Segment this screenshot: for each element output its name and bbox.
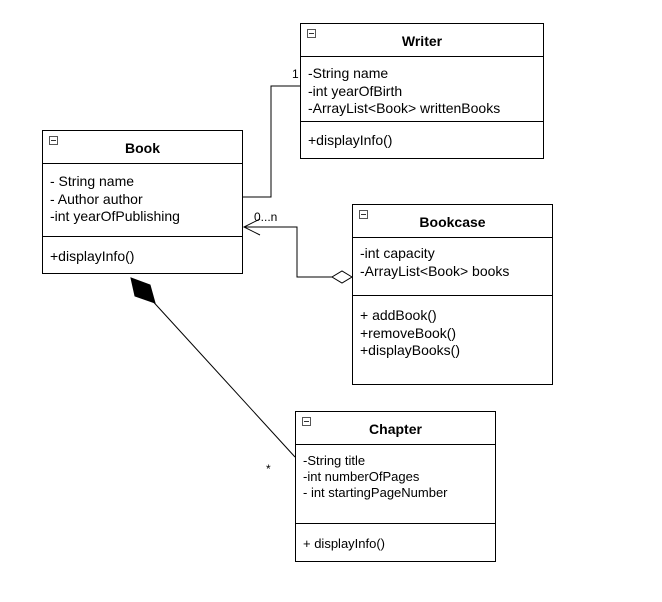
- attribute: -String title: [303, 453, 366, 468]
- aggregation-diamond: [331, 270, 353, 284]
- class-header: Chapter: [296, 412, 495, 445]
- method: + displayInfo(): [303, 536, 386, 551]
- book-chapter-composition[interactable]: [147, 295, 296, 458]
- multiplicity-bookcase-book: 0...n: [254, 210, 278, 224]
- class-header: Book: [43, 131, 242, 164]
- class-writer[interactable]: Writer -String name -int yearOfBirth -Ar…: [300, 23, 544, 159]
- class-name: Writer: [401, 33, 443, 49]
- book-writer-association[interactable]: [242, 85, 300, 198]
- class-name: Book: [125, 140, 160, 156]
- collapse-icon[interactable]: [49, 136, 58, 145]
- class-name: Bookcase: [419, 214, 486, 230]
- method: +removeBook(): [360, 324, 457, 341]
- bookcase-book-aggregation[interactable]: [244, 226, 332, 278]
- attributes-section: -String title -int numberOfPages - int s…: [296, 445, 495, 524]
- attribute: -int capacity: [360, 245, 435, 261]
- attribute: -int yearOfBirth: [308, 82, 403, 99]
- attribute: -int numberOfPages: [303, 469, 420, 484]
- attribute: -String name: [308, 65, 389, 81]
- method: + addBook(): [360, 307, 437, 323]
- attribute: -ArrayList<Book> books: [360, 262, 510, 279]
- method: +displayBooks(): [360, 342, 460, 358]
- class-header: Writer: [301, 24, 543, 57]
- class-bookcase[interactable]: Bookcase -int capacity -ArrayList<Book> …: [352, 204, 553, 385]
- attributes-section: -int capacity -ArrayList<Book> books: [353, 238, 552, 296]
- attribute: -ArrayList<Book> writtenBooks: [308, 100, 501, 116]
- open-arrowhead: [242, 218, 261, 236]
- collapse-icon[interactable]: [307, 29, 316, 38]
- multiplicity-writer: 1: [292, 67, 299, 81]
- class-chapter[interactable]: Chapter -String title -int numberOfPages…: [295, 411, 496, 562]
- attributes-section: -String name -int yearOfBirth -ArrayList…: [301, 57, 543, 122]
- class-header: Bookcase: [353, 205, 552, 238]
- class-name: Chapter: [369, 421, 422, 437]
- methods-section: +displayInfo(): [43, 237, 242, 266]
- composition-diamond: [130, 277, 156, 304]
- methods-section: + displayInfo(): [296, 524, 495, 552]
- method: +displayInfo(): [308, 132, 393, 148]
- methods-section: + addBook() +removeBook() +displayBooks(…: [353, 296, 552, 360]
- multiplicity-chapter: *: [266, 462, 271, 476]
- collapse-icon[interactable]: [302, 417, 311, 426]
- class-book[interactable]: Book - String name - Author author -int …: [42, 130, 243, 274]
- attribute: - String name: [50, 173, 135, 189]
- collapse-icon[interactable]: [359, 210, 368, 219]
- attributes-section: - String name - Author author -int yearO…: [43, 164, 242, 237]
- attribute: -int yearOfPublishing: [50, 208, 180, 224]
- attribute: - int startingPageNumber: [303, 485, 448, 500]
- method: +displayInfo(): [50, 248, 135, 264]
- methods-section: +displayInfo(): [301, 122, 543, 150]
- attribute: - Author author: [50, 190, 143, 207]
